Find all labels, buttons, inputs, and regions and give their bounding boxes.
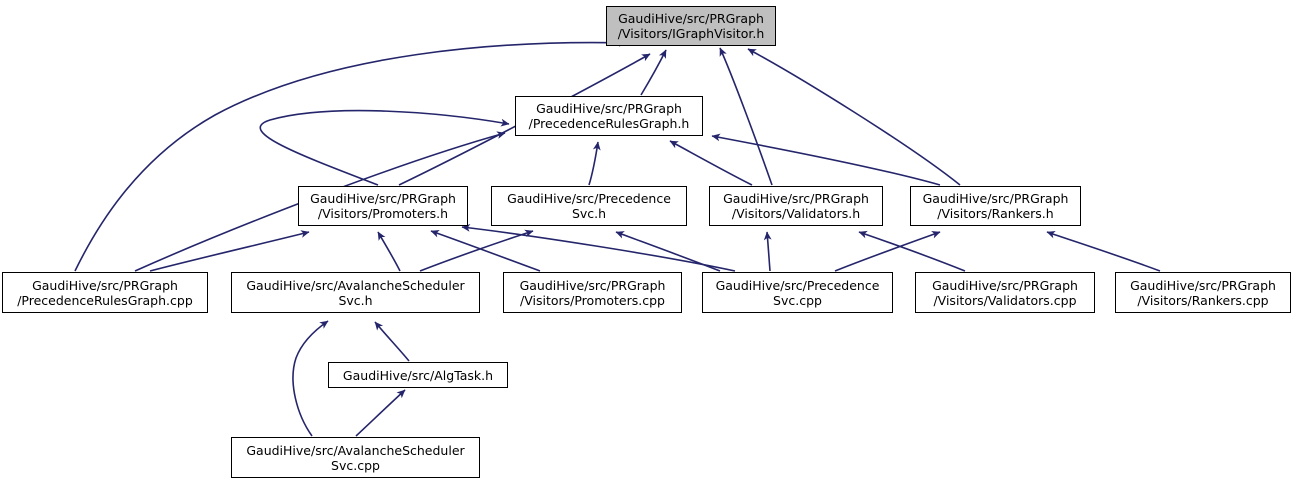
edge-rankers_h-to-igraphvisitor_h: [747, 48, 961, 186]
graph-node-label: GaudiHive/src/AlgTask.h: [329, 368, 507, 383]
graph-node-label-line1: GaudiHive/src/AvalancheScheduler: [246, 277, 465, 293]
graph-node-label-line1: GaudiHive/src/AlgTask.h: [342, 367, 494, 383]
graph-node-label-line2: /Visitors/Validators.h: [731, 206, 861, 221]
graph-node-label-line1: GaudiHive/src/PRGraph: [932, 277, 1078, 293]
graph-node-label-line1: GaudiHive/src/PRGraph: [1130, 277, 1276, 293]
graph-node-label-line2: Svc.h: [571, 206, 607, 221]
graph-node-precedencerulesgraph_cpp[interactable]: GaudiHive/src/PRGraph/PrecedenceRulesGra…: [2, 272, 208, 313]
graph-node-label: GaudiHive/src/PRGraph/Visitors/Promoters…: [299, 191, 467, 221]
graph-node-label: GaudiHive/src/PRGraph/Visitors/IGraphVis…: [607, 11, 775, 41]
graph-node-label-line1: GaudiHive/src/Precedence: [507, 191, 671, 206]
graph-node-label-line2: /Visitors/IGraphVisitor.h: [617, 26, 765, 41]
graph-node-label-line1: GaudiHive/src/PRGraph: [922, 191, 1069, 206]
graph-node-promoters_cpp[interactable]: GaudiHive/src/PRGraph/Visitors/Promoters…: [503, 272, 682, 313]
graph-node-label: GaudiHive/src/PRGraph/Visitors/Rankers.h: [911, 191, 1080, 221]
graph-node-label-line2: Svc.cpp: [773, 292, 822, 308]
edge-algtask_h-to-avalancheschedulersvc_h: [374, 321, 410, 362]
edge-promoters_h-to-precedencerulesgraph_h: [259, 109, 510, 186]
graph-node-promoters_h[interactable]: GaudiHive/src/PRGraph/Visitors/Promoters…: [298, 186, 468, 226]
edge-avalancheschedulersvc_cpp-to-avalancheschedulersvc_h: [292, 320, 329, 437]
graph-node-label-line2: /Visitors/Rankers.cpp: [1137, 292, 1269, 308]
graph-node-precedencerulesgraph_h[interactable]: GaudiHive/src/PRGraph/PrecedenceRulesGra…: [515, 96, 703, 136]
graph-node-label-line2: /Visitors/Promoters.h: [317, 206, 449, 221]
edge-avalancheschedulersvc_h-to-precedencesvc_h: [419, 229, 534, 272]
graph-node-label-line2: /PrecedenceRulesGraph.cpp: [17, 292, 193, 308]
edge-rankers_h-to-precedencerulesgraph_h: [711, 133, 941, 186]
edge-precedencesvc_h-to-precedencerulesgraph_h: [588, 141, 601, 186]
graph-node-label: GaudiHive/src/PRGraph/Visitors/Rankers.c…: [1116, 278, 1290, 308]
edge-validators_h-to-igraphvisitor_h: [719, 47, 773, 186]
graph-node-validators_cpp[interactable]: GaudiHive/src/PRGraph/Visitors/Validator…: [915, 272, 1095, 313]
graph-node-label-line2: /Visitors/Rankers.h: [937, 206, 1054, 221]
graph-node-label-line1: GaudiHive/src/AvalancheScheduler: [246, 442, 465, 458]
graph-node-label-line1: GaudiHive/src/PRGraph: [32, 277, 178, 293]
graph-node-label-line2: Svc.h: [338, 292, 373, 308]
graph-node-label: GaudiHive/src/PRGraph/Visitors/Validator…: [710, 191, 882, 221]
edge-validators_cpp-to-validators_h: [858, 230, 966, 272]
graph-node-label-line1: GaudiHive/src/PRGraph: [519, 277, 666, 293]
edge-avalancheschedulersvc_h-to-promoters_h: [377, 231, 401, 272]
graph-node-label-line1: GaudiHive/src/PRGraph: [723, 191, 869, 206]
graph-node-label: GaudiHive/src/PRGraph/Visitors/Validator…: [916, 278, 1094, 308]
edge-precedencerulesgraph_h-to-igraphvisitor_h: [640, 49, 667, 96]
graph-node-igraphvisitor_h[interactable]: GaudiHive/src/PRGraph/Visitors/IGraphVis…: [606, 6, 776, 46]
edge-precedencesvc_cpp-to-validators_h: [763, 231, 772, 272]
graph-node-label-line1: GaudiHive/src/PRGraph: [618, 11, 764, 26]
edge-precedencerulesgraph_cpp-to-igraphvisitor_h: [74, 38, 628, 272]
edge-precedencerulesgraph_cpp-to-promoters_h: [149, 230, 310, 272]
graph-node-rankers_cpp[interactable]: GaudiHive/src/PRGraph/Visitors/Rankers.c…: [1115, 272, 1291, 313]
edge-validators_h-to-precedencerulesgraph_h: [669, 140, 753, 186]
graph-node-rankers_h[interactable]: GaudiHive/src/PRGraph/Visitors/Rankers.h: [910, 186, 1081, 226]
edge-promoters_cpp-to-promoters_h: [430, 229, 541, 272]
graph-node-label: GaudiHive/src/PRGraph/Visitors/Promoters…: [504, 278, 681, 308]
graph-node-validators_h[interactable]: GaudiHive/src/PRGraph/Visitors/Validator…: [709, 186, 883, 226]
edge-rankers_cpp-to-rankers_h: [1046, 230, 1161, 272]
graph-node-label-line2: /Visitors/Promoters.cpp: [520, 292, 665, 308]
graph-node-label-line1: GaudiHive/src/Precedence: [715, 277, 880, 293]
graph-node-label-line2: /Visitors/Validators.cpp: [933, 292, 1077, 308]
edge-avalancheschedulersvc_cpp-to-algtask_h: [355, 389, 406, 437]
graph-node-label-line2: /PrecedenceRulesGraph.h: [528, 116, 690, 131]
edge-precedencesvc_cpp-to-rankers_h: [834, 231, 941, 272]
graph-node-label-line1: GaudiHive/src/PRGraph: [310, 191, 456, 206]
graph-node-label: GaudiHive/src/PRGraph/PrecedenceRulesGra…: [516, 101, 702, 131]
edge-precedencesvc_cpp-to-precedencesvc_h: [615, 231, 721, 272]
graph-node-label: GaudiHive/src/PRGraph/PrecedenceRulesGra…: [3, 278, 207, 308]
graph-node-label-line1: GaudiHive/src/PRGraph: [536, 101, 682, 116]
graph-node-algtask_h[interactable]: GaudiHive/src/AlgTask.h: [328, 362, 508, 388]
graph-node-label-line2: Svc.cpp: [331, 457, 380, 473]
edge-precedencesvc_cpp-to-promoters_h: [461, 224, 736, 272]
